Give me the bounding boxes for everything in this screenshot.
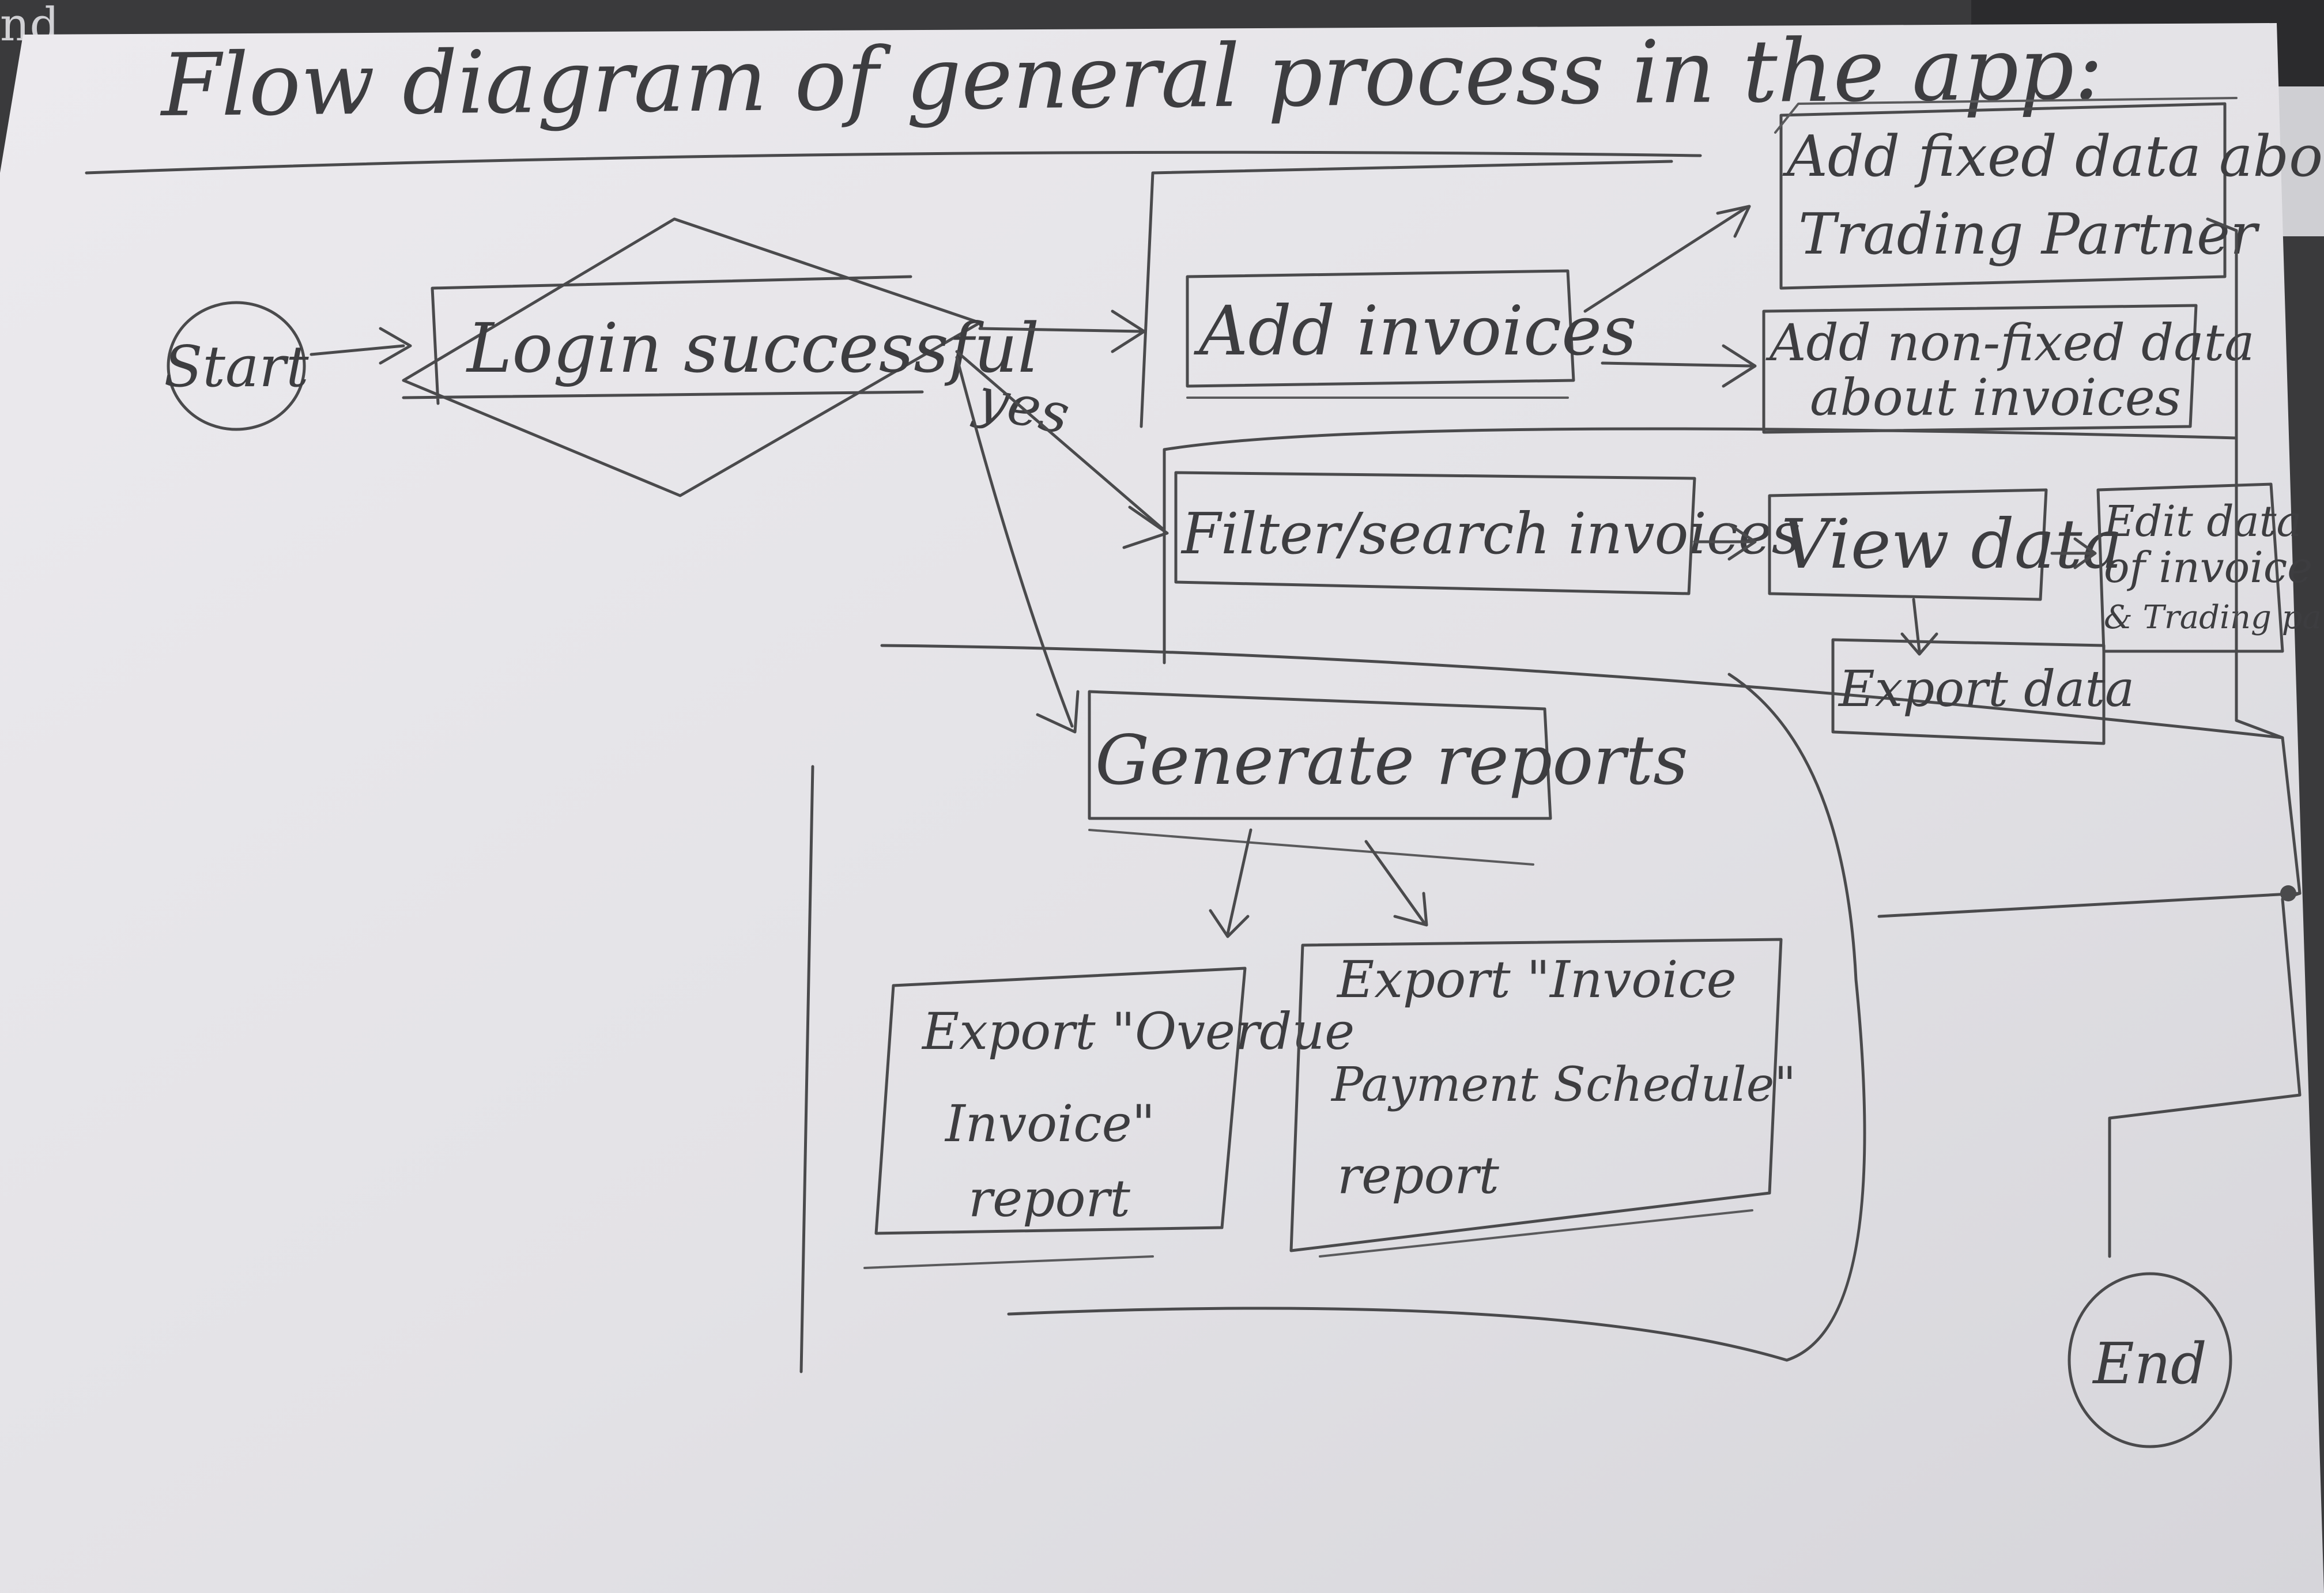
report-overdue-box	[874, 967, 1247, 1235]
arrow-to-filter	[955, 350, 1166, 532]
login-decision-diamond	[402, 217, 982, 497]
report-payment-line1: Export "Invoice	[1336, 950, 1737, 1009]
add-nonfixed-line1: Add non-fixed data	[1765, 313, 2255, 372]
login-box-lines	[402, 275, 924, 405]
edit-data-box	[2096, 482, 2284, 653]
arrow-to-add-nonfixed	[1601, 361, 1754, 368]
arrow-to-filter-head	[1122, 505, 1169, 549]
add-nonfixed-data-box	[1762, 304, 2198, 434]
diagram-title: Flow diagram of general process in the a…	[159, 19, 2104, 136]
report-payment-line3: report	[1337, 1146, 1500, 1205]
edit-data-line3: & Trading partner	[2104, 599, 2324, 636]
arrow-to-add-fixed-head	[1716, 205, 1751, 238]
view-data-box	[1768, 488, 2048, 601]
junction-dot	[2280, 885, 2296, 901]
generate-reports-box	[1088, 690, 1552, 820]
reports-enclosure	[799, 673, 1866, 1373]
arrow-to-report1-head	[1209, 909, 1250, 938]
add-invoices-box	[1186, 269, 1575, 388]
start-node	[167, 301, 306, 431]
title-underline	[85, 150, 1702, 175]
arrow-to-reports-head	[1036, 690, 1080, 734]
end-node	[2068, 1272, 2232, 1448]
arrow-start-login-head	[379, 327, 412, 365]
generate-reports-label: Generate reports	[1095, 720, 1688, 800]
add-fixed-data-frame	[1774, 97, 2238, 134]
arrow-to-report1	[1226, 828, 1252, 935]
export-data-label: Export data	[1838, 660, 2134, 718]
filter-search-label: Filter/search invoices	[1180, 501, 1801, 567]
arrow-to-edit-data-head	[2073, 537, 2097, 569]
generate-reports-underline	[1088, 829, 1534, 866]
report-overdue-line2: Invoice"	[944, 1094, 1155, 1153]
report-overdue-underline	[863, 1255, 1154, 1269]
report-overdue-line3: report	[968, 1169, 1131, 1228]
arrow-to-add-nonfixed-head	[1722, 344, 1757, 388]
arrow-to-report2	[1364, 840, 1425, 924]
add-invoices-label: Add invoices	[1194, 291, 1636, 371]
edit-data-line2: of invoice	[2104, 543, 2312, 592]
report-payment-underline	[1319, 1209, 1753, 1258]
filter-search-box	[1174, 471, 1696, 595]
add-nonfixed-line2: about invoices	[1810, 368, 2181, 427]
arrow-start-login	[310, 344, 405, 356]
login-label: Login successful	[466, 308, 1039, 388]
branch-bracket-mid	[1163, 427, 2238, 665]
paper-sheet	[0, 23, 2324, 1593]
connector-from-reports	[1877, 892, 2302, 918]
report-payment-box	[1289, 938, 1783, 1252]
arrow-to-add-invoices-head	[1111, 309, 1146, 353]
branch-line-low	[880, 644, 2284, 739]
end-label: End	[2092, 1331, 2206, 1397]
report-payment-line2: Payment Schedule"	[1330, 1058, 1796, 1112]
add-fixed-data-box	[1779, 102, 2227, 290]
arrow-to-report2-head	[1393, 892, 1428, 927]
arrow-to-view-data-head	[1727, 523, 1757, 561]
view-data-label: View data	[1781, 504, 2123, 584]
branch-bracket-top	[1140, 160, 1673, 428]
arrow-to-add-invoices	[978, 327, 1143, 333]
report-overdue-line1: Export "Overdue	[921, 1002, 1355, 1061]
add-fixed-line2: Trading Partner	[1798, 202, 2260, 267]
start-label: Start	[164, 334, 309, 400]
arrow-to-reports	[955, 356, 1074, 728]
arrow-to-add-fixed	[1583, 206, 1748, 313]
export-data-box	[1831, 638, 2106, 745]
edit-data-line1: Edit data	[2103, 497, 2302, 546]
add-fixed-line1: Add fixed data about	[1782, 124, 2324, 190]
